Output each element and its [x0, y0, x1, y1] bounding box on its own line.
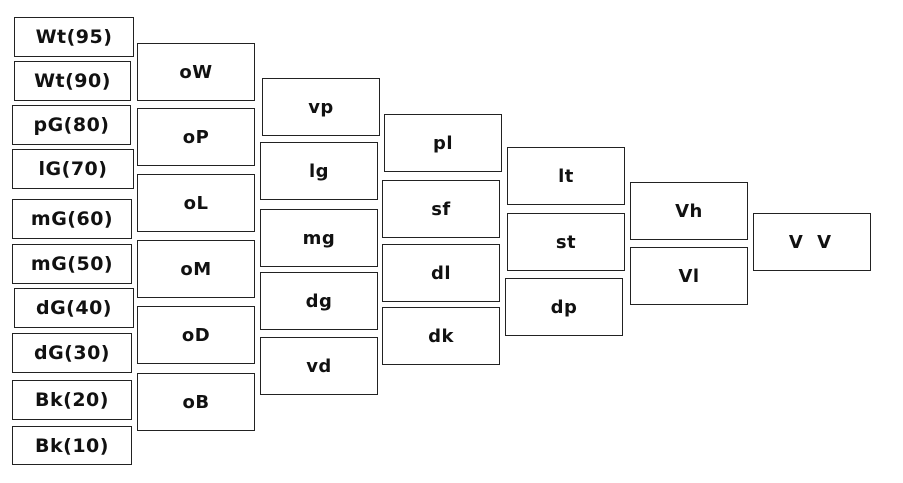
p-box-sf: sf [382, 180, 500, 238]
tone-box-bk20: Bk(20) [12, 380, 132, 420]
p-box-dk: dk [382, 307, 500, 365]
o-box-op: oP [137, 108, 255, 166]
tone-box-wt95: Wt(95) [14, 17, 134, 57]
tone-box-lg70: lG(70) [12, 149, 134, 189]
tone-box-mg60: mG(60) [12, 199, 132, 239]
o-box-ow: oW [137, 43, 255, 101]
o-box-ob: oB [137, 373, 255, 431]
tone-box-pg80: pG(80) [12, 105, 131, 145]
v-box-vd: vd [260, 337, 378, 395]
tone-box-wt90: Wt(90) [14, 61, 131, 101]
l-box-lt: lt [507, 147, 625, 205]
l-box-dp: dp [505, 278, 623, 336]
tone-box-dg40: dG(40) [14, 288, 134, 328]
o-box-om: oM [137, 240, 255, 298]
vv-box: V V [753, 213, 871, 271]
vh-box-vl: Vl [630, 247, 748, 305]
o-box-od: oD [137, 306, 255, 364]
tone-box-bk10: Bk(10) [12, 426, 132, 465]
v-box-dg: dg [260, 272, 378, 330]
p-box-pl: pl [384, 114, 502, 172]
v-box-mg: mg [260, 209, 378, 267]
tone-box-mg50: mG(50) [12, 244, 132, 284]
o-box-ol: oL [137, 174, 255, 232]
v-box-lg: lg [260, 142, 378, 200]
p-box-dl: dl [382, 244, 500, 302]
v-box-vp: vp [262, 78, 380, 136]
l-box-st: st [507, 213, 625, 271]
tone-box-dg30: dG(30) [12, 333, 132, 373]
vh-box-vh: Vh [630, 182, 748, 240]
